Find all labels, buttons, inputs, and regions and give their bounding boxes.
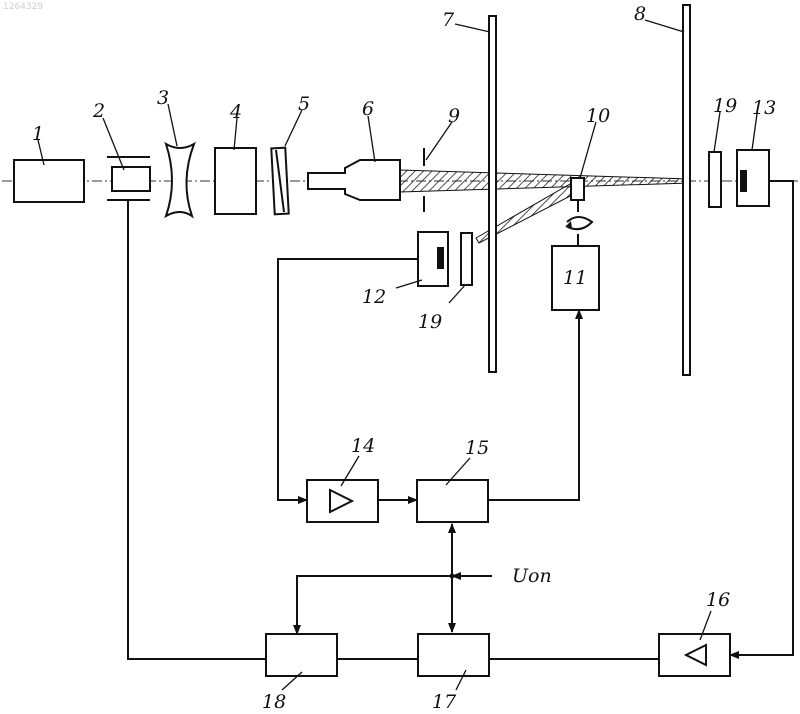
label-15: 15 (465, 437, 489, 459)
amplifier-14 (307, 480, 378, 522)
block-15 (417, 480, 488, 522)
label-7: 7 (442, 9, 455, 31)
screen-7 (489, 16, 496, 372)
label-19-lower: 19 (418, 311, 442, 333)
wire-13-to-16 (730, 181, 793, 655)
label-14: 14 (351, 435, 375, 457)
filter-19-lower (461, 233, 472, 285)
label-11: 11 (563, 267, 587, 289)
label-1: 1 (32, 123, 44, 145)
label-8: 8 (634, 3, 646, 25)
wire-12-to-14 (278, 259, 418, 500)
leader-lines (38, 20, 757, 690)
main-beam (400, 170, 690, 192)
wire-15-to-11 (488, 310, 579, 500)
label-12: 12 (362, 286, 386, 308)
label-16: 16 (706, 589, 730, 611)
label-uon: Uon (512, 565, 552, 587)
block-17 (418, 634, 489, 676)
wire-uon-to-18 (297, 576, 452, 634)
label-13: 13 (752, 97, 776, 119)
filter-19-upper (709, 152, 721, 207)
block-18 (266, 634, 337, 676)
modulator-block-2 (112, 167, 150, 191)
label-19-upper: 19 (713, 95, 737, 117)
deflector-10 (571, 178, 584, 200)
amplifier-16 (659, 634, 730, 676)
label-5: 5 (298, 93, 310, 115)
laser-block-1 (14, 160, 84, 202)
label-4: 4 (229, 101, 242, 123)
objective-6 (308, 160, 400, 200)
label-18: 18 (262, 691, 286, 713)
wire-2-to-18 (128, 200, 266, 659)
concave-lens-3 (166, 144, 194, 216)
label-6: 6 (362, 98, 374, 120)
label-2: 2 (92, 100, 105, 122)
label-9: 9 (448, 105, 460, 127)
label-17: 17 (432, 691, 457, 713)
screen-8 (683, 5, 690, 375)
block-4 (215, 148, 256, 214)
label-10: 10 (586, 105, 610, 127)
label-3: 3 (157, 87, 169, 109)
